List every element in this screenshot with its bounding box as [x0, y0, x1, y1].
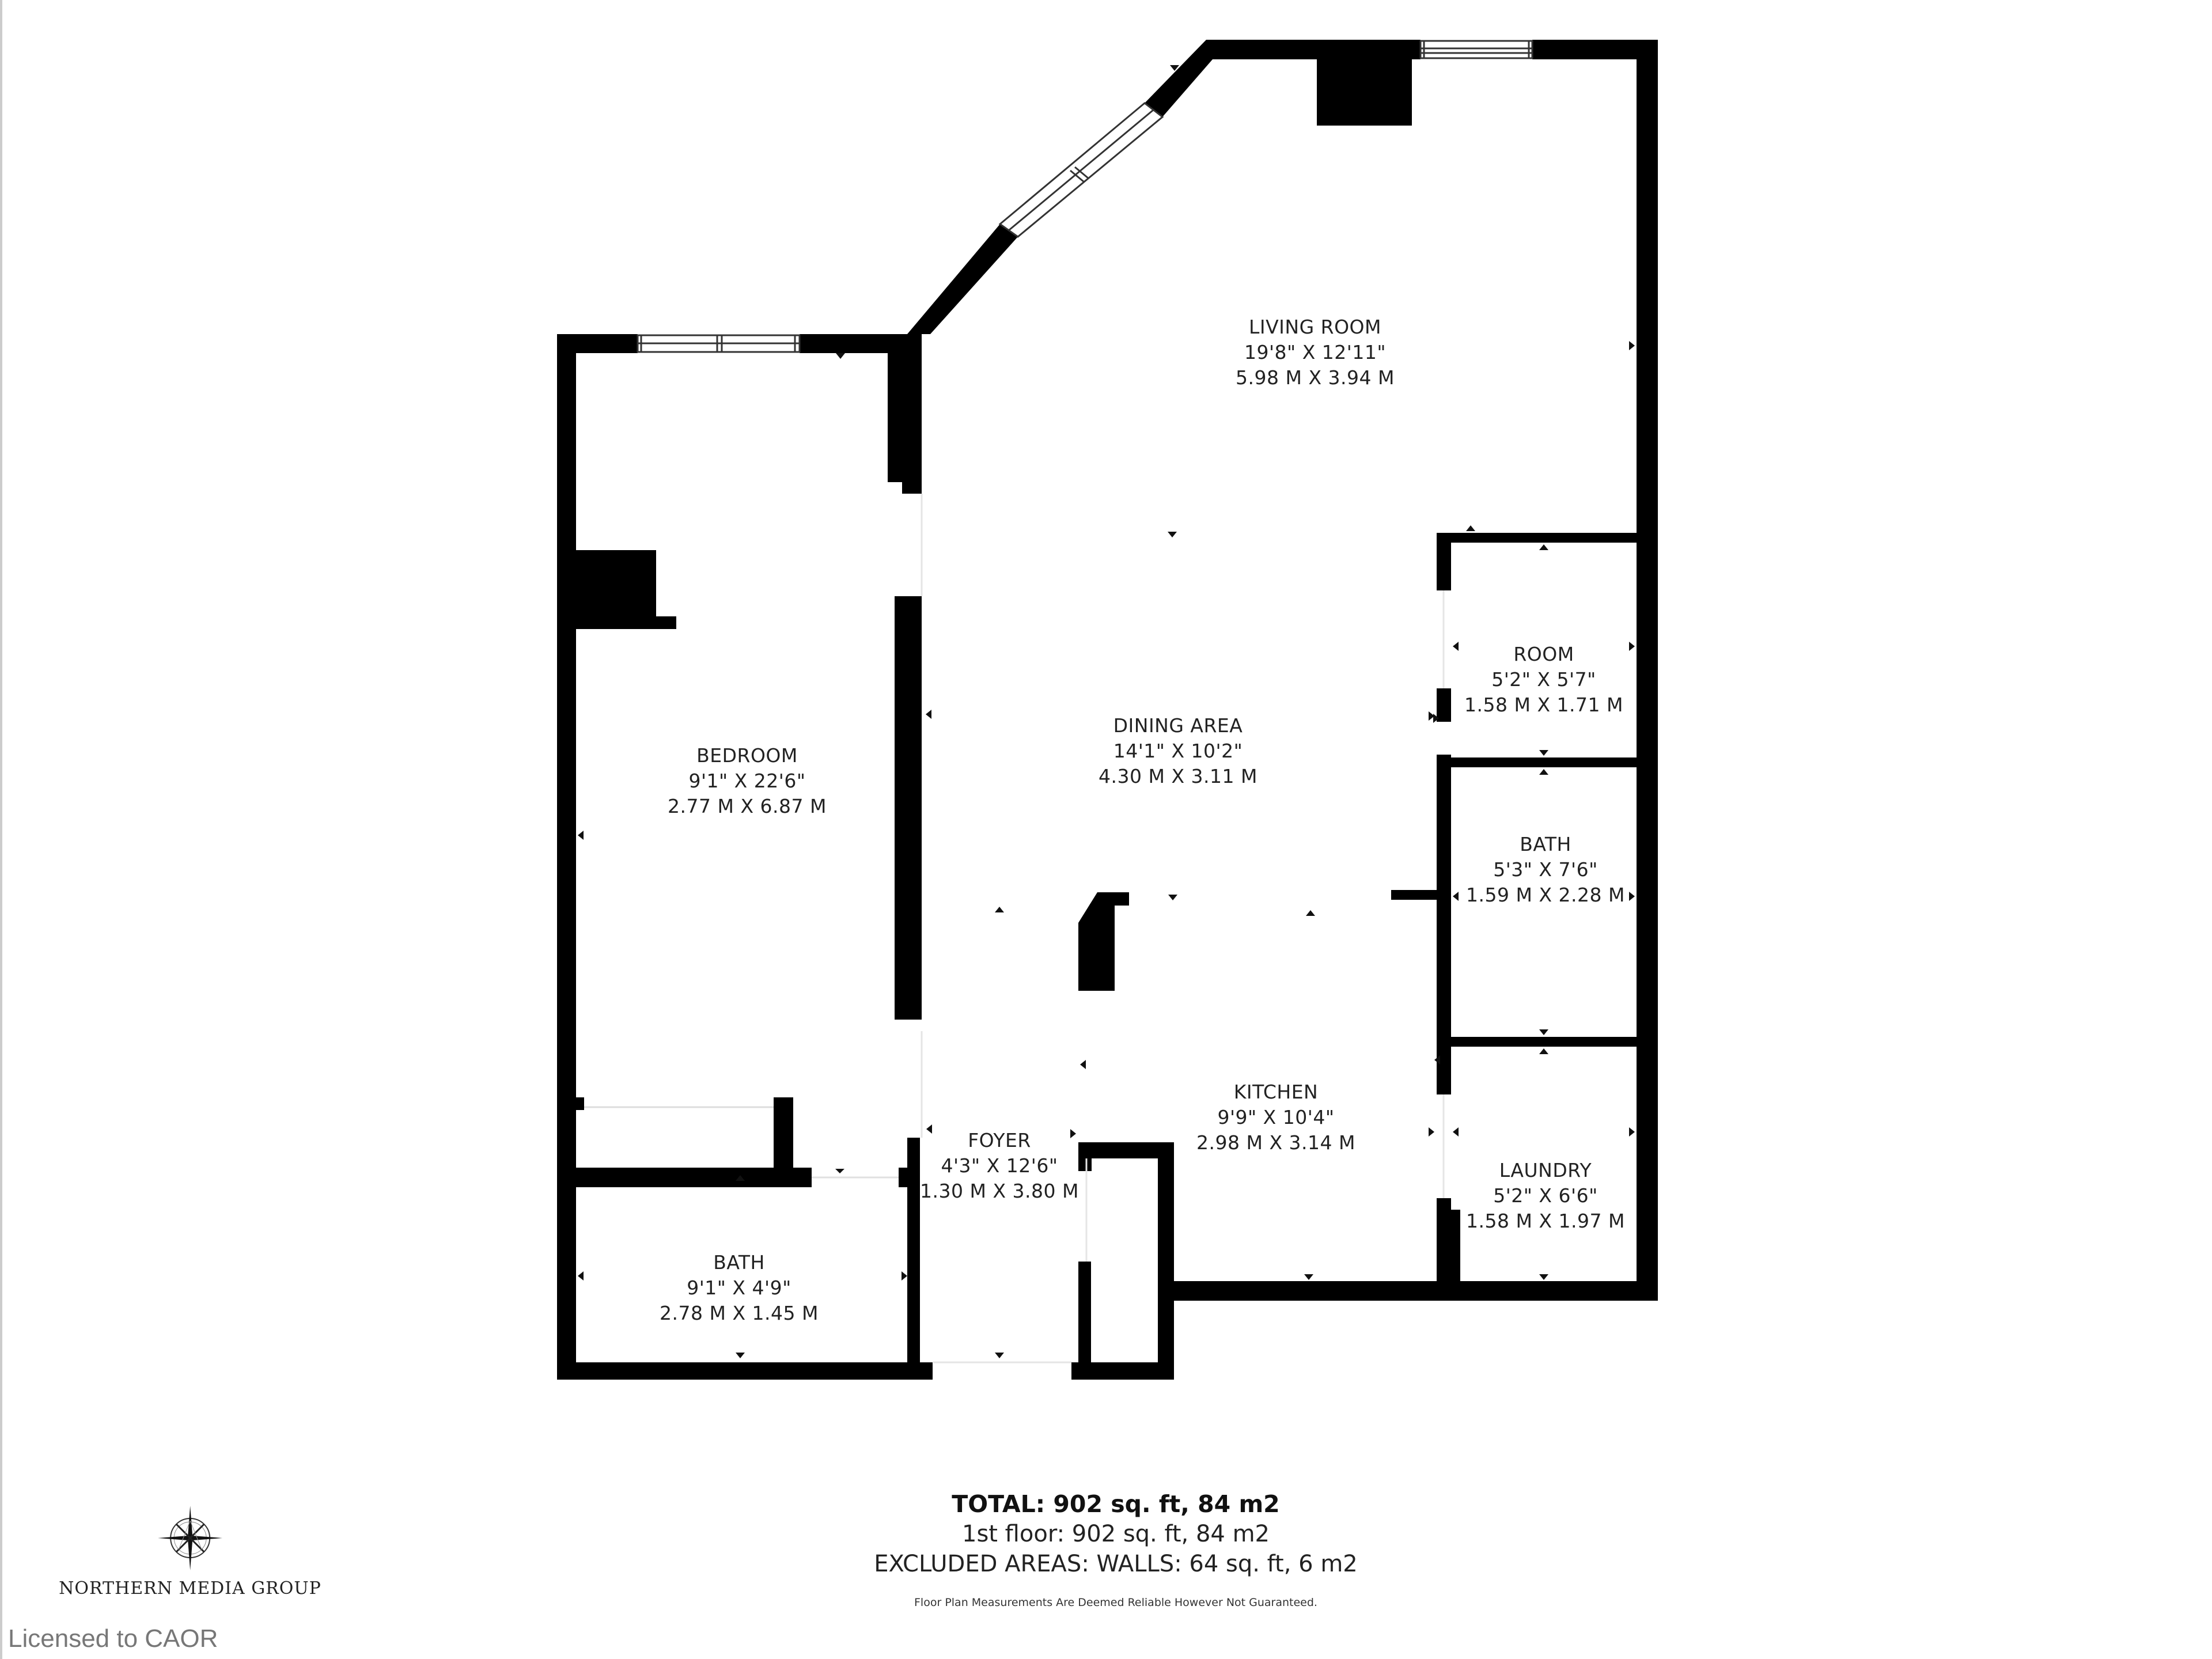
interior-walls	[575, 353, 1638, 1380]
total-area: TOTAL: 902 sq. ft, 84 m2	[952, 1490, 1280, 1518]
wall-bedroom-top-right	[800, 334, 922, 353]
wall-closet-east	[1158, 1143, 1174, 1380]
room-imperial: 9'1" X 4'9"	[687, 1277, 791, 1299]
room-name: FOYER	[968, 1129, 1031, 1152]
window-diagonal	[998, 102, 1164, 238]
license-watermark: Licensed to CAOR	[8, 1624, 218, 1653]
room-imperial: 14'1" X 10'2"	[1113, 740, 1243, 762]
room-imperial: 9'1" X 22'6"	[688, 770, 806, 792]
wall-bath-top	[575, 1168, 679, 1187]
room-foyer: FOYER 4'3" X 12'6" 1.30 M X 3.80 M	[920, 1128, 1079, 1204]
room-name: LAUNDRY	[1499, 1159, 1592, 1181]
wall-east	[1637, 40, 1658, 1301]
image-edge	[0, 0, 2, 1659]
room-metric: 1.59 M X 2.28 M	[1466, 884, 1625, 906]
wall-bedroom-east-middle	[895, 596, 922, 1020]
room-name: KITCHEN	[1233, 1081, 1319, 1103]
room-bath-east: BATH 5'3" X 7'6" 1.59 M X 2.28 M	[1466, 832, 1625, 908]
wall-diagonal-lower	[907, 224, 1018, 334]
floor-area: 1st floor: 902 sq. ft, 84 m2	[961, 1521, 1270, 1547]
room-imperial: 9'9" X 10'4"	[1217, 1106, 1335, 1128]
room-imperial: 4'3" X 12'6"	[941, 1154, 1058, 1177]
wall-closet-top	[1086, 1142, 1174, 1158]
room-name: LIVING ROOM	[1248, 316, 1382, 338]
room-metric: 2.78 M X 1.45 M	[660, 1302, 819, 1324]
wall-south-east	[1168, 1281, 1658, 1301]
wall-room-bath-divider	[1437, 757, 1638, 767]
room-metric: 2.98 M X 3.14 M	[1196, 1131, 1355, 1154]
wall-stub-dining	[1391, 890, 1440, 900]
room-bedroom: BEDROOM 9'1" X 22'6" 2.77 M X 6.87 M	[668, 743, 827, 819]
dimension-markers	[578, 65, 1635, 1358]
company-name: NORTHERN MEDIA GROUP	[59, 1578, 321, 1599]
window-north	[1419, 40, 1533, 59]
room-metric: 5.98 M X 3.94 M	[1236, 366, 1395, 389]
room-name: BATH	[1520, 833, 1571, 855]
wall-laundry-west	[1437, 1198, 1451, 1301]
room-name: DINING AREA	[1113, 714, 1243, 737]
room-kitchen: KITCHEN 9'9" X 10'4" 2.98 M X 3.14 M	[1196, 1080, 1355, 1156]
room-bath-west: BATH 9'1" X 4'9" 2.78 M X 1.45 M	[660, 1250, 819, 1326]
wall-closet-side	[774, 1097, 793, 1175]
room-room: ROOM 5'2" X 5'7" 1.58 M X 1.71 M	[1464, 642, 1623, 718]
windows	[637, 40, 1533, 353]
wall-south	[557, 1362, 933, 1380]
room-name: BATH	[713, 1251, 765, 1274]
excluded-area: EXCLUDED AREAS: WALLS: 64 sq. ft, 6 m2	[874, 1551, 1358, 1577]
exterior-walls	[557, 40, 1658, 1380]
room-living-room: LIVING ROOM 19'8" X 12'11" 5.98 M X 3.94…	[1236, 315, 1395, 391]
disclaimer: Floor Plan Measurements Are Deemed Relia…	[914, 1596, 1317, 1609]
kitchen-column	[1078, 892, 1129, 991]
wall-west	[557, 334, 576, 1380]
room-name: ROOM	[1513, 643, 1574, 665]
wall-bedroom-east-upper	[888, 353, 922, 482]
room-imperial: 5'2" X 5'7"	[1491, 668, 1596, 691]
room-imperial: 5'3" X 7'6"	[1493, 858, 1598, 881]
room-name: BEDROOM	[696, 744, 798, 767]
window-bedroom	[637, 334, 801, 353]
compass-rose-icon	[157, 1506, 222, 1570]
room-metric: 1.58 M X 1.97 M	[1466, 1210, 1625, 1232]
bedroom-closet-block	[575, 550, 656, 628]
room-dining-area: DINING AREA 14'1" X 10'2" 4.30 M X 3.11 …	[1099, 713, 1257, 789]
wall-north-left	[1206, 40, 1421, 59]
room-metric: 2.77 M X 6.87 M	[668, 795, 827, 817]
wall-closet-west	[1078, 1262, 1091, 1380]
room-laundry: LAUNDRY 5'2" X 6'6" 1.58 M X 1.97 M	[1466, 1158, 1625, 1234]
room-imperial: 5'2" X 6'6"	[1493, 1184, 1598, 1207]
wall-room-top	[1437, 533, 1638, 543]
wall-closet-bottom	[1071, 1362, 1174, 1380]
wall-foyer-west	[907, 1138, 920, 1380]
company-logo: NORTHERN MEDIA GROUP	[59, 1503, 321, 1599]
room-metric: 1.58 M X 1.71 M	[1464, 694, 1623, 716]
wall-bath-laundry-divider	[1437, 1037, 1638, 1047]
fireplace-block	[1317, 59, 1412, 126]
wall-bedroom-top-left	[557, 334, 638, 353]
room-metric: 4.30 M X 3.11 M	[1099, 765, 1257, 787]
wall-diagonal-upper	[1145, 40, 1213, 117]
area-summary: TOTAL: 902 sq. ft, 84 m2 1st floor: 902 …	[874, 1489, 1357, 1611]
room-metric: 1.30 M X 3.80 M	[920, 1180, 1079, 1202]
room-imperial: 19'8" X 12'11"	[1244, 341, 1387, 363]
wall-closet-stub	[1078, 1142, 1092, 1171]
